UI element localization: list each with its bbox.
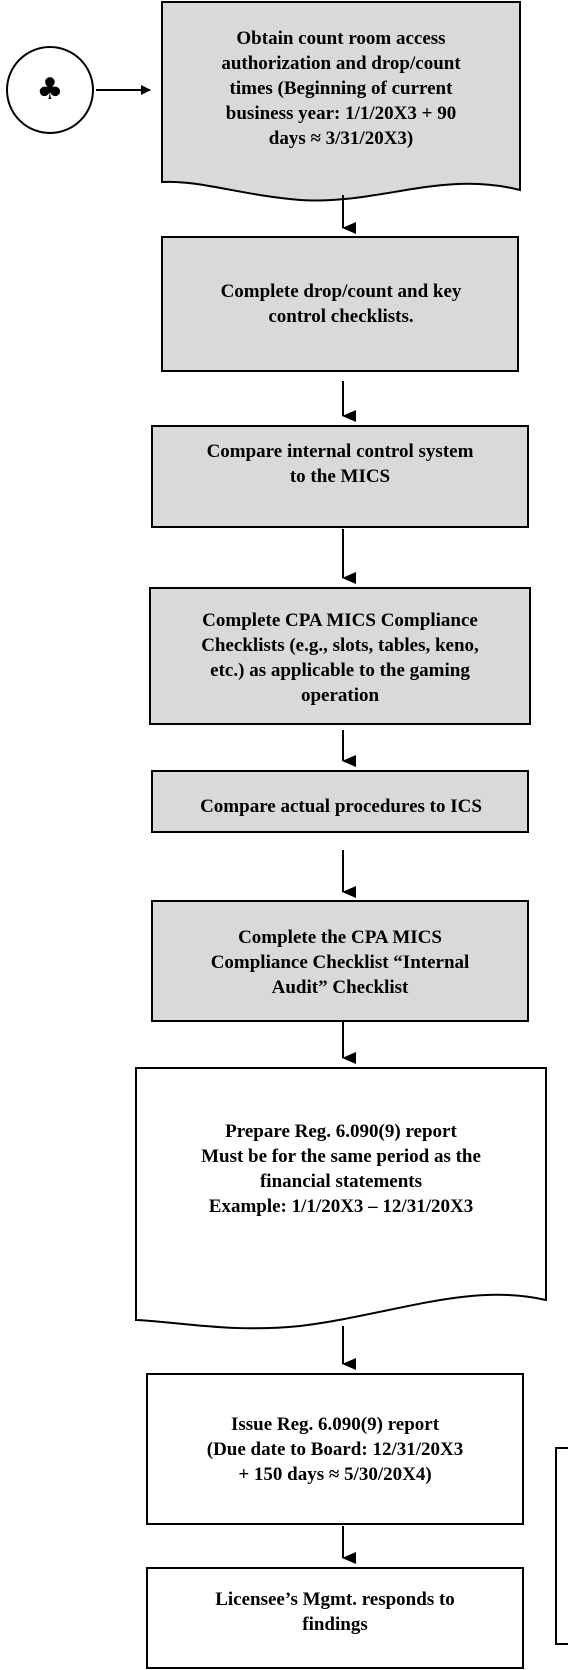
- step-text-line: Compliance Checklist “Internal: [210, 951, 470, 973]
- step-text-line: Audit” Checklist: [271, 976, 409, 998]
- step-text-line: Checklists (e.g., slots, tables, keno,: [201, 635, 479, 656]
- step-text-line: Complete the CPA MICS: [238, 926, 442, 948]
- step-text-line: Example: 1/1/20X3 – 12/31/20X3: [208, 1196, 474, 1217]
- step1-text: Obtain count room access authorization an…: [166, 6, 516, 171]
- step-text-line: findings: [302, 1614, 368, 1635]
- step5-text: Compare actual procedures to ICS: [156, 774, 526, 838]
- step7-document-shape: [135, 1067, 547, 1330]
- step-text-line: days ≈ 3/31/20X3): [268, 128, 414, 149]
- step6-process-box: [151, 900, 529, 1022]
- step2-text: Complete drop/count and key control check…: [166, 240, 516, 368]
- step-text-line: operation: [300, 685, 380, 706]
- step-text-line: Compare actual procedures to ICS: [200, 795, 482, 817]
- step4-process-box: [149, 587, 531, 725]
- step1-document-shape: [161, 1, 521, 202]
- step9-process-box: [146, 1567, 524, 1669]
- step-text-line: Obtain count room access: [236, 28, 446, 49]
- step-text-line: Compare internal control system: [206, 441, 474, 462]
- club-symbol: ♣: [36, 72, 64, 107]
- step-text-line: Complete drop/count and key: [220, 281, 462, 302]
- step-text-line: Licensee’s Mgmt. responds to: [215, 1589, 455, 1610]
- step-text-line: Issue Reg. 6.090(9) report: [230, 1413, 440, 1435]
- step-text-line: authorization and drop/count: [221, 53, 461, 74]
- step-text-line: financial statements: [259, 1171, 422, 1192]
- step-text-line: Prepare Reg. 6.090(9) report: [225, 1121, 457, 1142]
- step-text-line: (Due date to Board: 12/31/20X3: [206, 1438, 464, 1460]
- step8-process-box: [146, 1373, 524, 1525]
- step-text-line: Must be for the same period as the: [201, 1146, 481, 1167]
- step-text-line: + 150 days ≈ 5/30/20X4): [238, 1463, 432, 1485]
- step3-process-box: [151, 425, 529, 528]
- step-text-line: Complete CPA MICS Compliance: [202, 610, 478, 631]
- step-text-line: etc.) as applicable to the gaming: [210, 660, 470, 681]
- step5-process-box: [151, 770, 529, 833]
- step-text-line: to the MICS: [289, 466, 391, 487]
- step6-text: Complete the CPA MICS Compliance Checklis…: [156, 904, 524, 1020]
- step2-process-box: [161, 236, 519, 372]
- offpage-connector-circle: [6, 46, 94, 134]
- step9-text: Licensee’s Mgmt. responds to findings: [151, 1572, 519, 1652]
- step8-text: Issue Reg. 6.090(9) report (Due date to B…: [151, 1378, 519, 1520]
- side-note-box-partial: [555, 1447, 568, 1645]
- step-text-line: times (Beginning of current: [229, 78, 453, 99]
- step3-text: Compare internal control system to the MI…: [156, 429, 524, 499]
- step-text-line: business year: 1/1/20X3 + 90: [225, 103, 457, 124]
- step-text-line: control checklists.: [268, 306, 414, 327]
